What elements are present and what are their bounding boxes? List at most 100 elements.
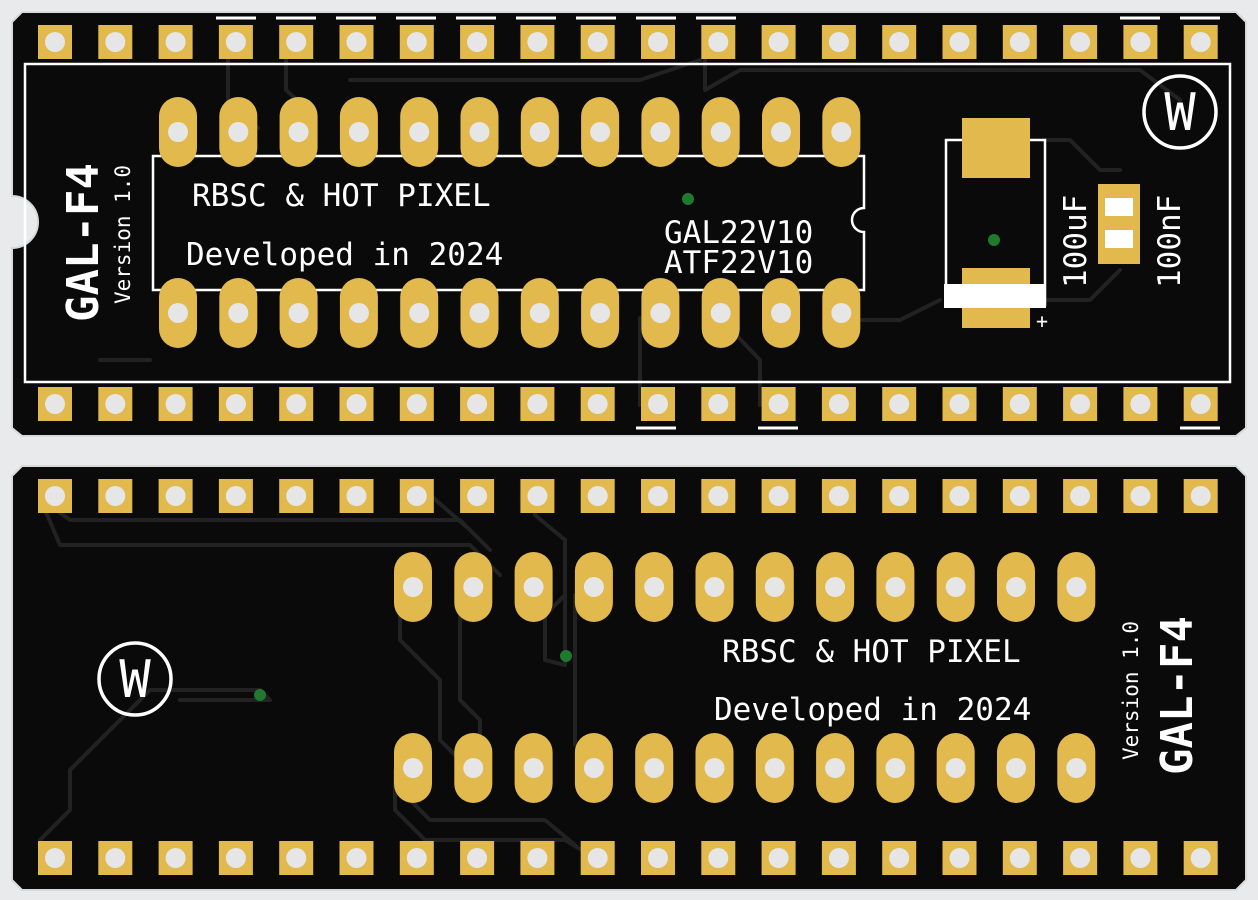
bottom-developed: Developed in 2024 xyxy=(714,692,1031,728)
drill-hole xyxy=(945,577,966,597)
drill-hole xyxy=(825,758,846,778)
drill-hole xyxy=(710,303,731,323)
drill-hole xyxy=(648,394,668,414)
drill-hole xyxy=(764,577,785,597)
top-logo-letter: W xyxy=(1164,83,1196,143)
drill-hole xyxy=(768,486,789,506)
top-developed: Developed in 2024 xyxy=(186,237,503,273)
drill-hole xyxy=(469,122,490,142)
drill-hole xyxy=(45,394,65,414)
top-silk-frame xyxy=(23,62,1232,384)
bottom-header-upper-row xyxy=(38,479,1218,513)
drill-hole xyxy=(1006,758,1026,778)
drill-hole xyxy=(708,848,729,868)
drill-hole xyxy=(889,486,910,506)
drill-hole xyxy=(527,32,548,52)
drill-hole xyxy=(168,122,188,142)
drill-hole xyxy=(648,486,668,506)
drill-hole xyxy=(346,394,367,414)
top-via xyxy=(682,193,694,205)
bottom-via xyxy=(254,689,266,701)
drill-hole xyxy=(409,122,430,142)
drill-hole xyxy=(704,577,725,597)
drill-hole xyxy=(590,303,611,323)
drill-hole xyxy=(286,394,307,414)
drill-hole xyxy=(45,486,65,506)
bottom-credit: RBSC & HOT PIXEL xyxy=(722,634,1021,670)
drill-hole xyxy=(1009,848,1030,868)
drill-hole xyxy=(286,32,307,52)
drill-hole xyxy=(463,758,484,778)
drill-hole xyxy=(648,32,668,52)
drill-hole xyxy=(168,303,188,323)
drill-hole xyxy=(228,122,249,142)
drill-hole xyxy=(768,32,789,52)
drill-hole xyxy=(650,303,671,323)
drill-hole xyxy=(949,394,970,414)
bottom-board-outline xyxy=(11,465,1247,891)
drill-hole xyxy=(1009,32,1030,52)
drill-hole xyxy=(406,486,427,506)
drill-hole xyxy=(105,848,126,868)
drill-hole xyxy=(885,577,906,597)
top-board-outline xyxy=(11,11,1247,437)
drill-hole xyxy=(403,577,423,597)
top-capacitor-100nf xyxy=(1098,184,1140,264)
drill-hole xyxy=(885,758,906,778)
drill-hole xyxy=(286,486,307,506)
drill-hole xyxy=(1130,394,1151,414)
drill-hole xyxy=(346,486,367,506)
top-credit: RBSC & HOT PIXEL xyxy=(192,178,491,214)
drill-hole xyxy=(768,848,789,868)
drill-hole xyxy=(527,394,548,414)
top-socket-upper-row xyxy=(159,97,861,167)
drill-hole xyxy=(225,848,246,868)
drill-hole xyxy=(1009,486,1030,506)
drill-hole xyxy=(523,758,544,778)
drill-hole xyxy=(406,848,427,868)
drill-hole xyxy=(523,577,544,597)
top-title: GAL-F4 xyxy=(58,163,109,322)
drill-hole xyxy=(708,32,729,52)
drill-hole xyxy=(406,32,427,52)
drill-hole xyxy=(828,486,849,506)
drill-hole xyxy=(949,32,970,52)
bottom-logo: W xyxy=(97,641,173,717)
top-header-lower-row xyxy=(38,387,1218,421)
drill-hole xyxy=(225,394,246,414)
drill-hole xyxy=(467,394,488,414)
bottom-socket-upper-row xyxy=(394,552,1096,622)
bottom-title: GAL-F4 xyxy=(1152,616,1203,775)
drill-hole xyxy=(1009,394,1030,414)
drill-hole xyxy=(644,758,665,778)
drill-hole xyxy=(590,122,611,142)
drill-hole xyxy=(708,486,729,506)
bottom-version: Version 1.0 xyxy=(1119,621,1143,760)
drill-hole xyxy=(889,848,910,868)
drill-hole xyxy=(1066,758,1087,778)
top-chip-outline xyxy=(151,154,866,292)
bottom-board: W RBSC & HOT PIXEL Developed in 2024 GAL… xyxy=(11,465,1247,891)
drill-hole xyxy=(710,122,731,142)
drill-hole xyxy=(286,848,307,868)
drill-hole xyxy=(1070,486,1091,506)
drill-hole xyxy=(225,32,246,52)
drill-hole xyxy=(708,394,729,414)
top-board: + W RBSC & HOT PIXEL Developed in 2024 G… xyxy=(11,11,1247,437)
drill-hole xyxy=(228,303,249,323)
drill-hole xyxy=(1006,577,1026,597)
drill-hole xyxy=(949,848,970,868)
drill-hole xyxy=(1066,577,1087,597)
drill-hole xyxy=(463,577,484,597)
top-version: Version 1.0 xyxy=(111,165,135,304)
drill-hole xyxy=(346,848,367,868)
drill-hole xyxy=(348,303,369,323)
drill-hole xyxy=(165,848,186,868)
drill-hole xyxy=(406,394,427,414)
drill-hole xyxy=(650,122,671,142)
bottom-header-lower-row xyxy=(38,841,1218,875)
drill-hole xyxy=(288,303,309,323)
drill-hole xyxy=(949,486,970,506)
drill-hole xyxy=(467,486,488,506)
